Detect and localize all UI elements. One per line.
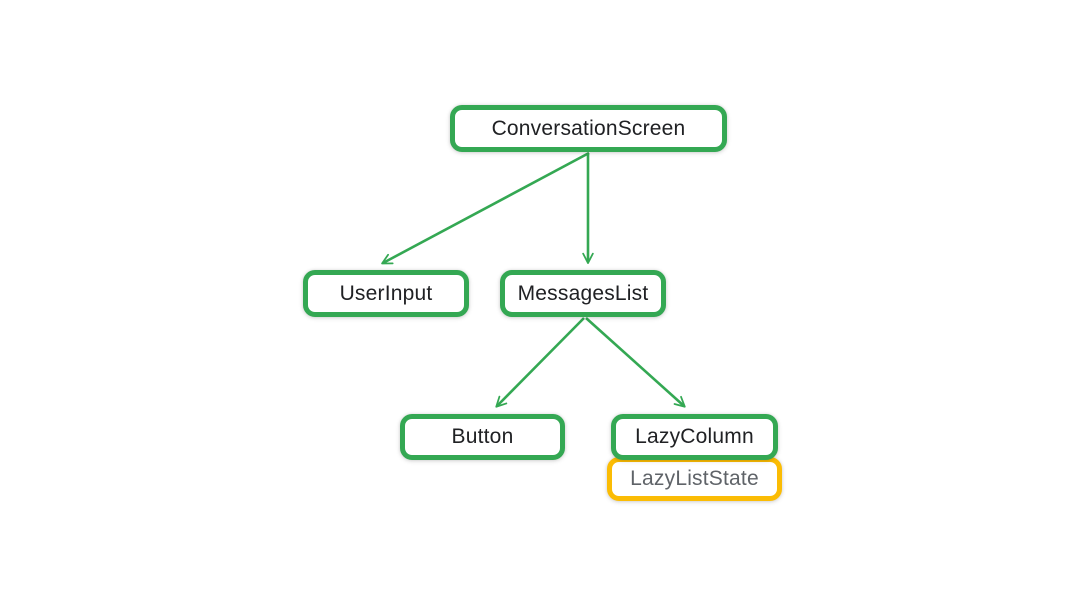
node-messages-list: MessagesList [500,270,666,317]
node-conversation-screen-label: ConversationScreen [491,116,686,140]
edge-messageslist-button [495,317,585,408]
node-button: Button [400,414,565,460]
node-lazy-column-label: LazyColumn [635,425,754,448]
node-user-input: UserInput [303,270,469,317]
edge-messageslist-lazycolumn [585,317,686,408]
node-lazy-list-state: LazyListState [607,457,782,501]
node-conversation-screen: ConversationScreen [450,105,727,152]
node-messages-list-label: MessagesList [517,281,649,305]
node-lazy-column: LazyColumn [611,414,778,460]
edge-conversationscreen-userinput [381,151,590,265]
node-user-input-label: UserInput [339,281,433,305]
node-button-label: Button [451,425,514,448]
node-lazy-list-state-label: LazyListState [630,467,759,490]
